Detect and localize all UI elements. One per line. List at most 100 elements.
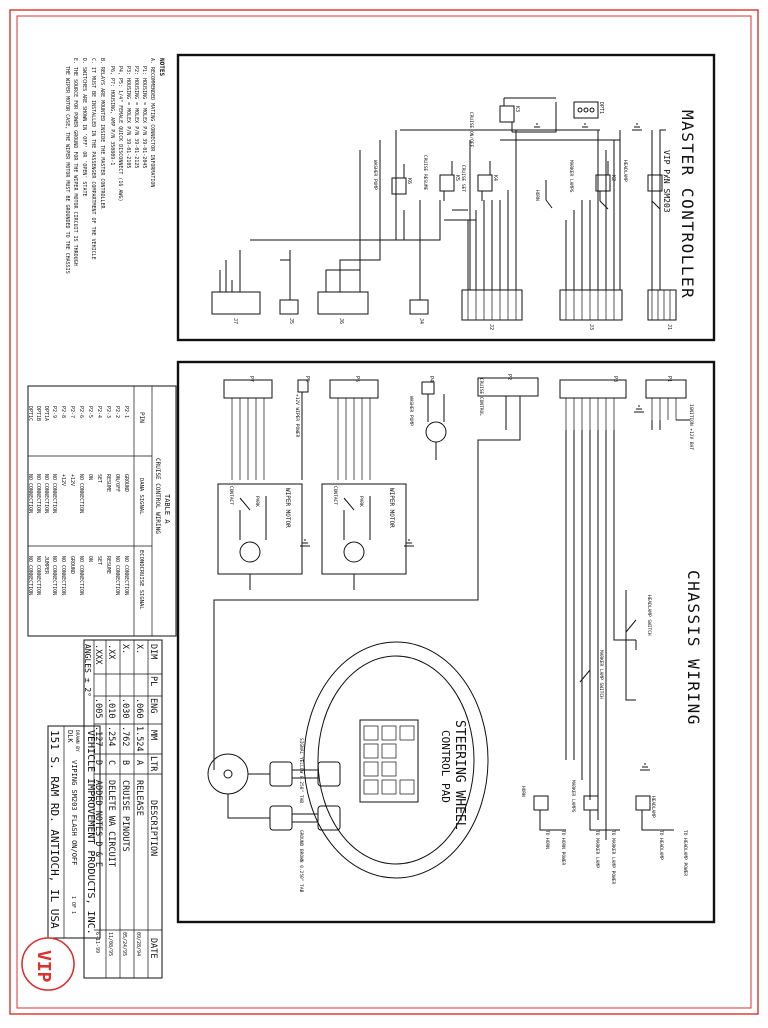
output-label: TO HORN xyxy=(544,830,550,849)
vip-logo: VIP xyxy=(21,937,75,991)
rev-header: DIM xyxy=(148,644,158,659)
table-cell: P2-5 xyxy=(87,406,93,418)
note-line: E. THE SOURCE FOR POWER GROUND FOR THE W… xyxy=(72,58,78,266)
wiper-motor-2: WIPER MOTOR PARK CONTACT xyxy=(321,483,407,575)
rev-cell: X. xyxy=(134,644,144,654)
horn-ring-junction xyxy=(207,600,258,819)
rev-cell: CRUISE PINOUTS xyxy=(120,780,130,852)
table-cell: P2-9 xyxy=(51,406,57,418)
output-label: TO MARKER LAMP POWER xyxy=(610,830,616,884)
j6-label: J6 xyxy=(338,318,344,324)
table-cell: P2-7 xyxy=(69,406,75,418)
rev-header: LTR xyxy=(148,756,158,772)
table-a-subtitle: CRUISE CONTROL WIRING xyxy=(154,458,161,534)
rev-cell: 09/28/94 xyxy=(135,932,141,956)
table-cell: NO CONNECTION xyxy=(35,474,41,513)
headlamp-switch: HEADLAMP SWITCH xyxy=(625,595,652,650)
note-line: P6, P7: HOUSING, AMP P/N 350809-1 xyxy=(109,66,115,165)
table-a-header: ECONOCRUISE SIGNAL xyxy=(138,550,144,610)
marker-lamp-switch: MARKER LAMP SWITCH xyxy=(579,650,604,700)
wiper-motor-symbol xyxy=(239,541,261,563)
connector-j5: J5 xyxy=(279,299,299,324)
table-cell: DPT1B xyxy=(35,406,41,421)
rev-cell: A xyxy=(134,760,144,765)
steering-title: STEERING WHEEL xyxy=(452,720,467,830)
horn-relay-contact: HORN xyxy=(534,180,553,209)
chassis-wiring-title: CHASSIS WIRING xyxy=(684,570,703,726)
table-cell: SET xyxy=(96,474,102,483)
connector-j1: J1 xyxy=(647,289,677,330)
j5-label: J5 xyxy=(288,318,294,324)
rev-header: MM xyxy=(148,730,158,740)
table-cell: SET xyxy=(96,556,102,565)
table-a: TABLE A CRUISE CONTROL WIRING PIN DANA S… xyxy=(27,385,177,637)
j3-label: J3 xyxy=(588,324,594,330)
note-line: B. RELAYS ARE MOUNTED INSIDE THE MASTER … xyxy=(99,58,105,210)
rev-cell: 11/08/95 xyxy=(107,932,113,956)
inner-border xyxy=(16,15,752,1009)
relay-horn-label: HORN xyxy=(520,786,526,797)
k1-label: K1 xyxy=(662,175,668,181)
wiper-motor-1: WIPER MOTOR PARK CONTACT xyxy=(217,483,303,575)
output-label: TO HEADLAMP POWER xyxy=(682,830,688,876)
ground-tab-label: GROUND BROWN 0.250" TAB xyxy=(298,830,304,893)
washer-pump-label: WASHER PUMP xyxy=(408,396,414,426)
wiper-power-label: +12V WIPER POWER xyxy=(294,394,300,438)
signal-tab-label: SIGNAL YELLOW 0.250" TAB xyxy=(298,738,304,803)
angles-tolerance: ANGLES ± 2° xyxy=(83,644,92,697)
relay-marker-label: MARKER LAMPS xyxy=(570,780,576,813)
steering-subtitle: CONTROL PAD xyxy=(439,730,452,803)
table-cell: P2-1 xyxy=(123,406,129,418)
relay-k5: K5 CRUISE RESUME xyxy=(422,155,460,201)
note-line: P2: HOUSING = MOLEX P/N 39-01-2125 xyxy=(133,66,139,168)
k6-function: WASHER PUMP xyxy=(372,160,378,190)
table-cell: NO CONNECTION xyxy=(27,474,33,513)
control-pad xyxy=(359,719,419,803)
table-cell: NO CONNECTION xyxy=(60,556,66,595)
p4-label: P4 xyxy=(428,376,434,382)
drawn-by-label: DRAWN BY xyxy=(74,730,80,752)
rev-cell: .005 xyxy=(93,698,103,718)
horn-label: HORN xyxy=(534,190,540,201)
rev-cell: 6-11-99 xyxy=(94,932,100,953)
connector-j4: J4 xyxy=(409,299,429,324)
table-cell: P2-8 xyxy=(60,406,66,418)
title-block: VEHICLE IMPROVEMENT PRODUCTS, INC. DRAWN… xyxy=(47,725,101,939)
connector-j7: J7 xyxy=(211,291,261,324)
table-a-header: DANA SIGNAL xyxy=(138,478,144,515)
relay-k4: K4 CRUISE SET xyxy=(460,161,498,201)
ground-tab-connector: GROUND BROWN 0.250" TAB xyxy=(258,805,341,893)
contact-label: CONTACT xyxy=(332,486,338,505)
note-line: C. IT MUST BE INSTALLED IN THE PASSENGER… xyxy=(90,58,96,260)
table-cell: NO CONNECTION xyxy=(123,556,129,595)
signal-tab-connector: SIGNAL YELLOW 0.250" TAB xyxy=(258,738,341,803)
connector-j3: J3 xyxy=(559,289,623,330)
vip-logo-text: VIP xyxy=(33,950,54,983)
rev-cell: DELETE WA CIRCUIT xyxy=(106,780,116,867)
k6-label: K6 xyxy=(406,178,412,184)
rev-cell: X. xyxy=(120,644,130,654)
rev-cell: .127 xyxy=(93,726,103,746)
table-cell: RESUME xyxy=(105,556,111,574)
rev-cell: .030 xyxy=(120,698,130,718)
connector-p5: P5 +12V WIPER POWER xyxy=(294,376,310,438)
outer-border xyxy=(9,9,759,1015)
master-controller-subtitle: VIP P/N SM203 xyxy=(662,150,671,213)
j2-label: J2 xyxy=(488,324,494,330)
rev-cell: .010 xyxy=(106,698,116,718)
table-cell: NO CONNECTION xyxy=(27,556,33,595)
table-cell: JUMPER xyxy=(43,556,49,575)
rev-cell: D xyxy=(93,760,103,765)
rev-cell: ADDED NOTES D & E xyxy=(93,780,103,867)
dpt1-jumper: DPT1 xyxy=(573,101,604,119)
k5-function: CRUISE RESUME xyxy=(422,155,428,191)
note-line: D. SWITCHES ARE SHOWN IN 'OFF' OR 'OPEN'… xyxy=(81,58,87,196)
chassis-relay-horn: HORN xyxy=(520,786,566,831)
master-wiring xyxy=(219,97,666,300)
output-label: TO HORN POWER xyxy=(560,830,566,866)
dpt1-label: DPT1 xyxy=(598,102,604,114)
note-line: THE WIPER MOTOR CASE, THE WIPER MOTOR MU… xyxy=(64,66,70,274)
relay-k1: K1 HEADLAMP xyxy=(622,160,668,210)
table-cell: DPT1A xyxy=(43,406,49,421)
